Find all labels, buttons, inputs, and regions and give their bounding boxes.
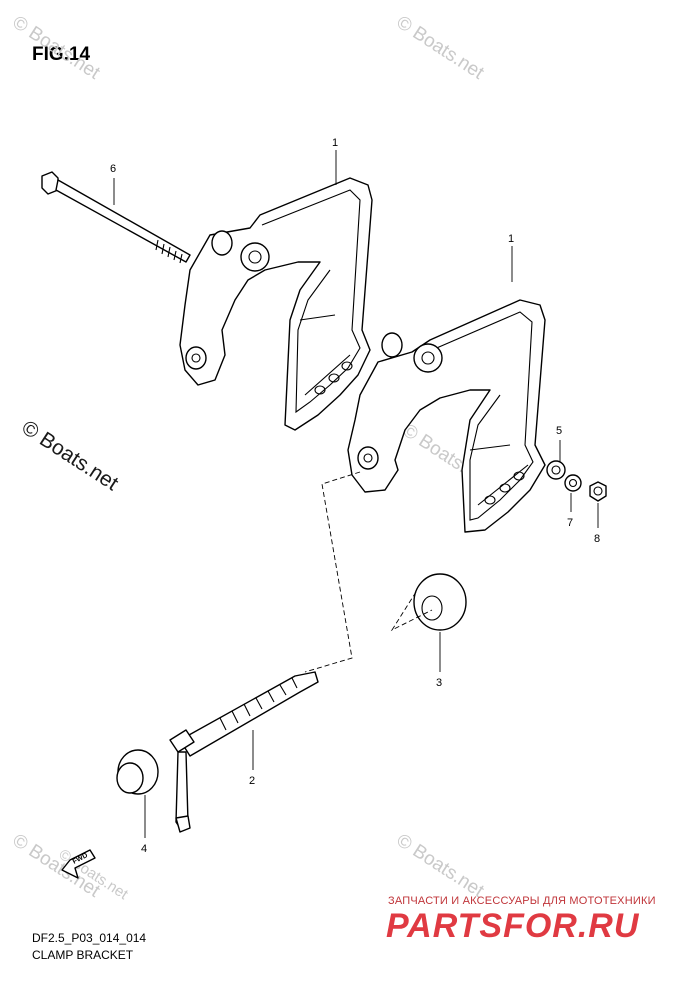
callout-2: 2 [249, 775, 255, 787]
bolt-6[interactable] [41, 171, 191, 264]
callout-4: 4 [141, 843, 147, 855]
callout-8: 8 [594, 533, 600, 545]
screw-cap-4[interactable] [116, 749, 159, 795]
callout-6: 6 [110, 163, 116, 175]
washer-5[interactable] [546, 460, 566, 480]
advert-logo[interactable]: PARTSFOR.RU [386, 907, 640, 945]
advert-tagline: ЗАПЧАСТИ И АКСЕССУАРЫ ДЛЯ МОТОТЕХНИКИ [388, 895, 656, 907]
clamp-bracket-rear[interactable] [179, 177, 373, 431]
callout-5: 5 [556, 425, 562, 437]
diagram-subtitle: CLAMP BRACKET [32, 948, 134, 962]
nut-8[interactable] [589, 481, 607, 502]
figure-title: FIG.14 [32, 44, 91, 65]
callout-1: 1 [508, 233, 514, 245]
fwd-arrow-icon: FWD [61, 849, 96, 879]
washer-7[interactable] [564, 474, 582, 492]
callout-1: 1 [332, 137, 338, 149]
callout-7: 7 [567, 517, 573, 529]
callout-3: 3 [436, 677, 442, 689]
clamp-bracket-front[interactable] [347, 299, 546, 533]
diagram-code: DF2.5_P03_014_014 [32, 931, 147, 945]
thrust-pad-3[interactable] [413, 573, 467, 631]
clamp-screw-2[interactable] [169, 671, 319, 833]
